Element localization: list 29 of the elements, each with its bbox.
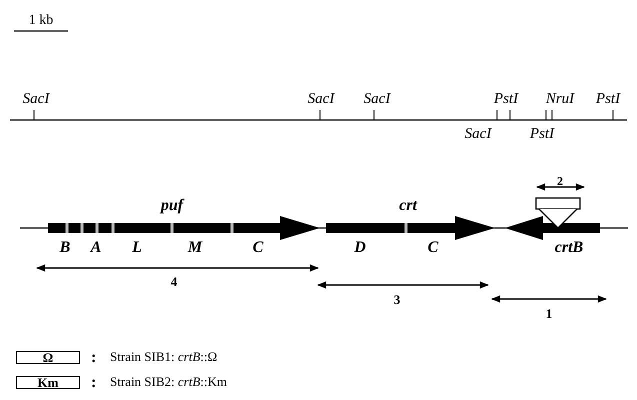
legend-box: Ω bbox=[16, 351, 80, 364]
restriction-site-label: NruI bbox=[546, 92, 574, 107]
restriction-site-label: SacI bbox=[308, 92, 334, 107]
gene-label: crtB bbox=[554, 240, 584, 256]
gene-label: C bbox=[428, 240, 438, 256]
gene-label: C bbox=[252, 240, 264, 256]
fragment-number: 4 bbox=[170, 275, 178, 288]
separator: : bbox=[91, 350, 96, 366]
gene-label: D bbox=[354, 240, 366, 256]
gene-label: crt bbox=[399, 198, 417, 214]
scale-label: 1 kb bbox=[28, 14, 54, 28]
legend-text: Strain SIB2: crtB::Km bbox=[110, 375, 228, 388]
fragment-number: 2 bbox=[557, 175, 563, 187]
legend-text: Strain SIB1: crtB::Ω bbox=[110, 350, 218, 363]
gene-label: puf bbox=[160, 198, 184, 214]
gene-label: M bbox=[188, 240, 202, 256]
restriction-site-label: PstI bbox=[530, 127, 554, 142]
fragment-number: 1 bbox=[546, 307, 552, 320]
separator: : bbox=[91, 375, 96, 391]
restriction-site-label: PstI bbox=[596, 92, 620, 107]
restriction-site-label: SacI bbox=[364, 92, 390, 107]
restriction-site-label: SacI bbox=[22, 92, 50, 107]
restriction-site-label: SacI bbox=[464, 127, 492, 142]
gene-label: B bbox=[60, 240, 70, 256]
gene-label: A bbox=[90, 240, 102, 256]
fragment-number: 3 bbox=[394, 293, 400, 306]
legend-box: Km bbox=[16, 376, 80, 389]
gene-label: L bbox=[132, 240, 142, 256]
restriction-site-label: PstI bbox=[494, 92, 518, 107]
